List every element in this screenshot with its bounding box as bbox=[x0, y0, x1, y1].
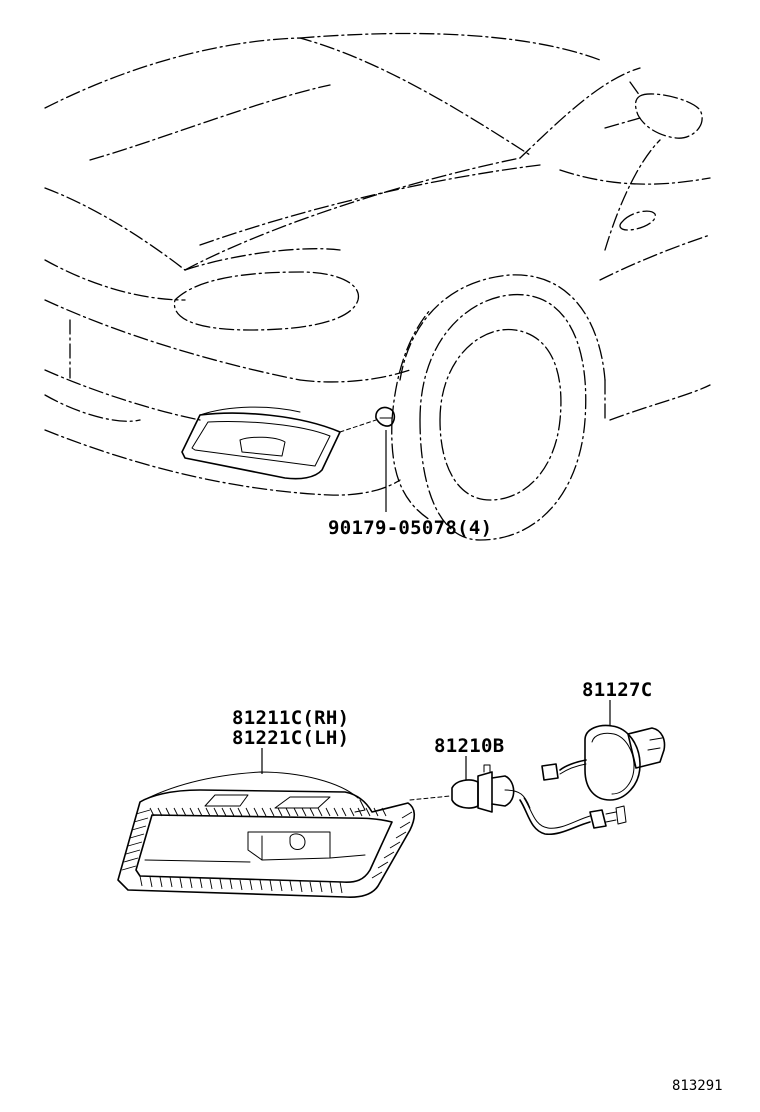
lamp-lh-part-label: 81221C(LH) bbox=[232, 727, 349, 749]
car-body-outline bbox=[44, 32, 711, 541]
socket-assembly bbox=[541, 724, 666, 801]
fog-lamp-housing bbox=[117, 771, 416, 898]
frame-hatching bbox=[121, 807, 413, 894]
clip-part-label: 90179-05078(4) bbox=[328, 517, 492, 539]
socket-part-label: 81127C bbox=[582, 679, 652, 701]
clip-fastener bbox=[339, 406, 396, 433]
bulb-wire bbox=[519, 797, 627, 836]
diagram-reference-number: 813291 bbox=[672, 1078, 723, 1094]
bulb-part-label: 81210B bbox=[434, 735, 504, 757]
fog-lamp-on-car bbox=[181, 406, 341, 480]
bulb bbox=[451, 764, 531, 813]
lamp-rh-part-label: 81211C(RH) bbox=[232, 707, 349, 729]
assembly-connector-line bbox=[409, 795, 451, 801]
